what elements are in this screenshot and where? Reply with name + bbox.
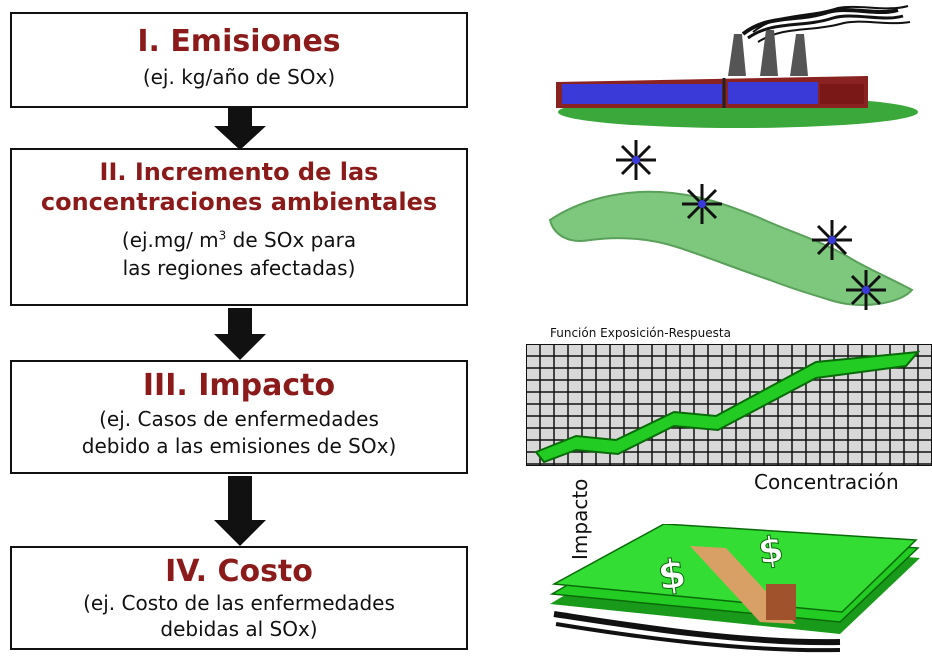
desc-part-b: de SOx para [226, 228, 357, 252]
emission-point-marks [616, 140, 886, 310]
down-arrow-icon [214, 308, 266, 360]
graph-title: Función Exposición-Respuesta [550, 326, 731, 340]
svg-text:$: $ [655, 550, 689, 599]
step-emisiones-box: I. Emisiones (ej. kg/año de SOx) [10, 12, 468, 108]
step-costo-desc-line1: (ej. Costo de las enfermedades [83, 591, 395, 615]
step-emisiones-desc: (ej. kg/año de SOx) [142, 65, 336, 89]
step-concentraciones-desc-line2: las regiones afectadas) [122, 256, 356, 280]
desc-part-a: (ej.mg/ m [121, 228, 219, 252]
down-arrow-icon [214, 108, 266, 150]
desc-superscript: 3 [218, 228, 227, 243]
step-costo-box: IV. Costo (ej. Costo de las enfermedades… [10, 546, 468, 650]
step-impacto-box: III. Impacto (ej. Casos de enfermedades … [10, 360, 468, 474]
step-costo-desc-line2: debidas al SOx) [160, 617, 318, 641]
step-impacto-title: III. Impacto [142, 368, 336, 403]
money-stack-icon: $ $ [549, 524, 920, 653]
x-axis-label: Concentración [754, 470, 899, 494]
factory-icon [556, 5, 918, 128]
step-concentraciones-desc-line1: (ej.mg/ m3 de SOx para [12, 228, 466, 252]
step-concentraciones-title-line1: II. Incremento de las [99, 158, 379, 186]
step-costo-title: IV. Costo [165, 554, 313, 589]
step-impacto-desc-line2: debido a las emisiones de SOx) [81, 434, 397, 458]
svg-text:$: $ [756, 529, 787, 573]
down-arrow-icon [214, 476, 266, 546]
map-icon [548, 140, 914, 310]
step-concentraciones-title-line2: concentraciones ambientales [40, 188, 438, 216]
step-emisiones-title: I. Emisiones [137, 24, 341, 59]
step-impacto-desc-line1: (ej. Casos de enfermedades [99, 407, 379, 431]
step-concentraciones-box: II. Incremento de las concentraciones am… [10, 148, 468, 306]
exposure-response-graph [526, 344, 932, 466]
